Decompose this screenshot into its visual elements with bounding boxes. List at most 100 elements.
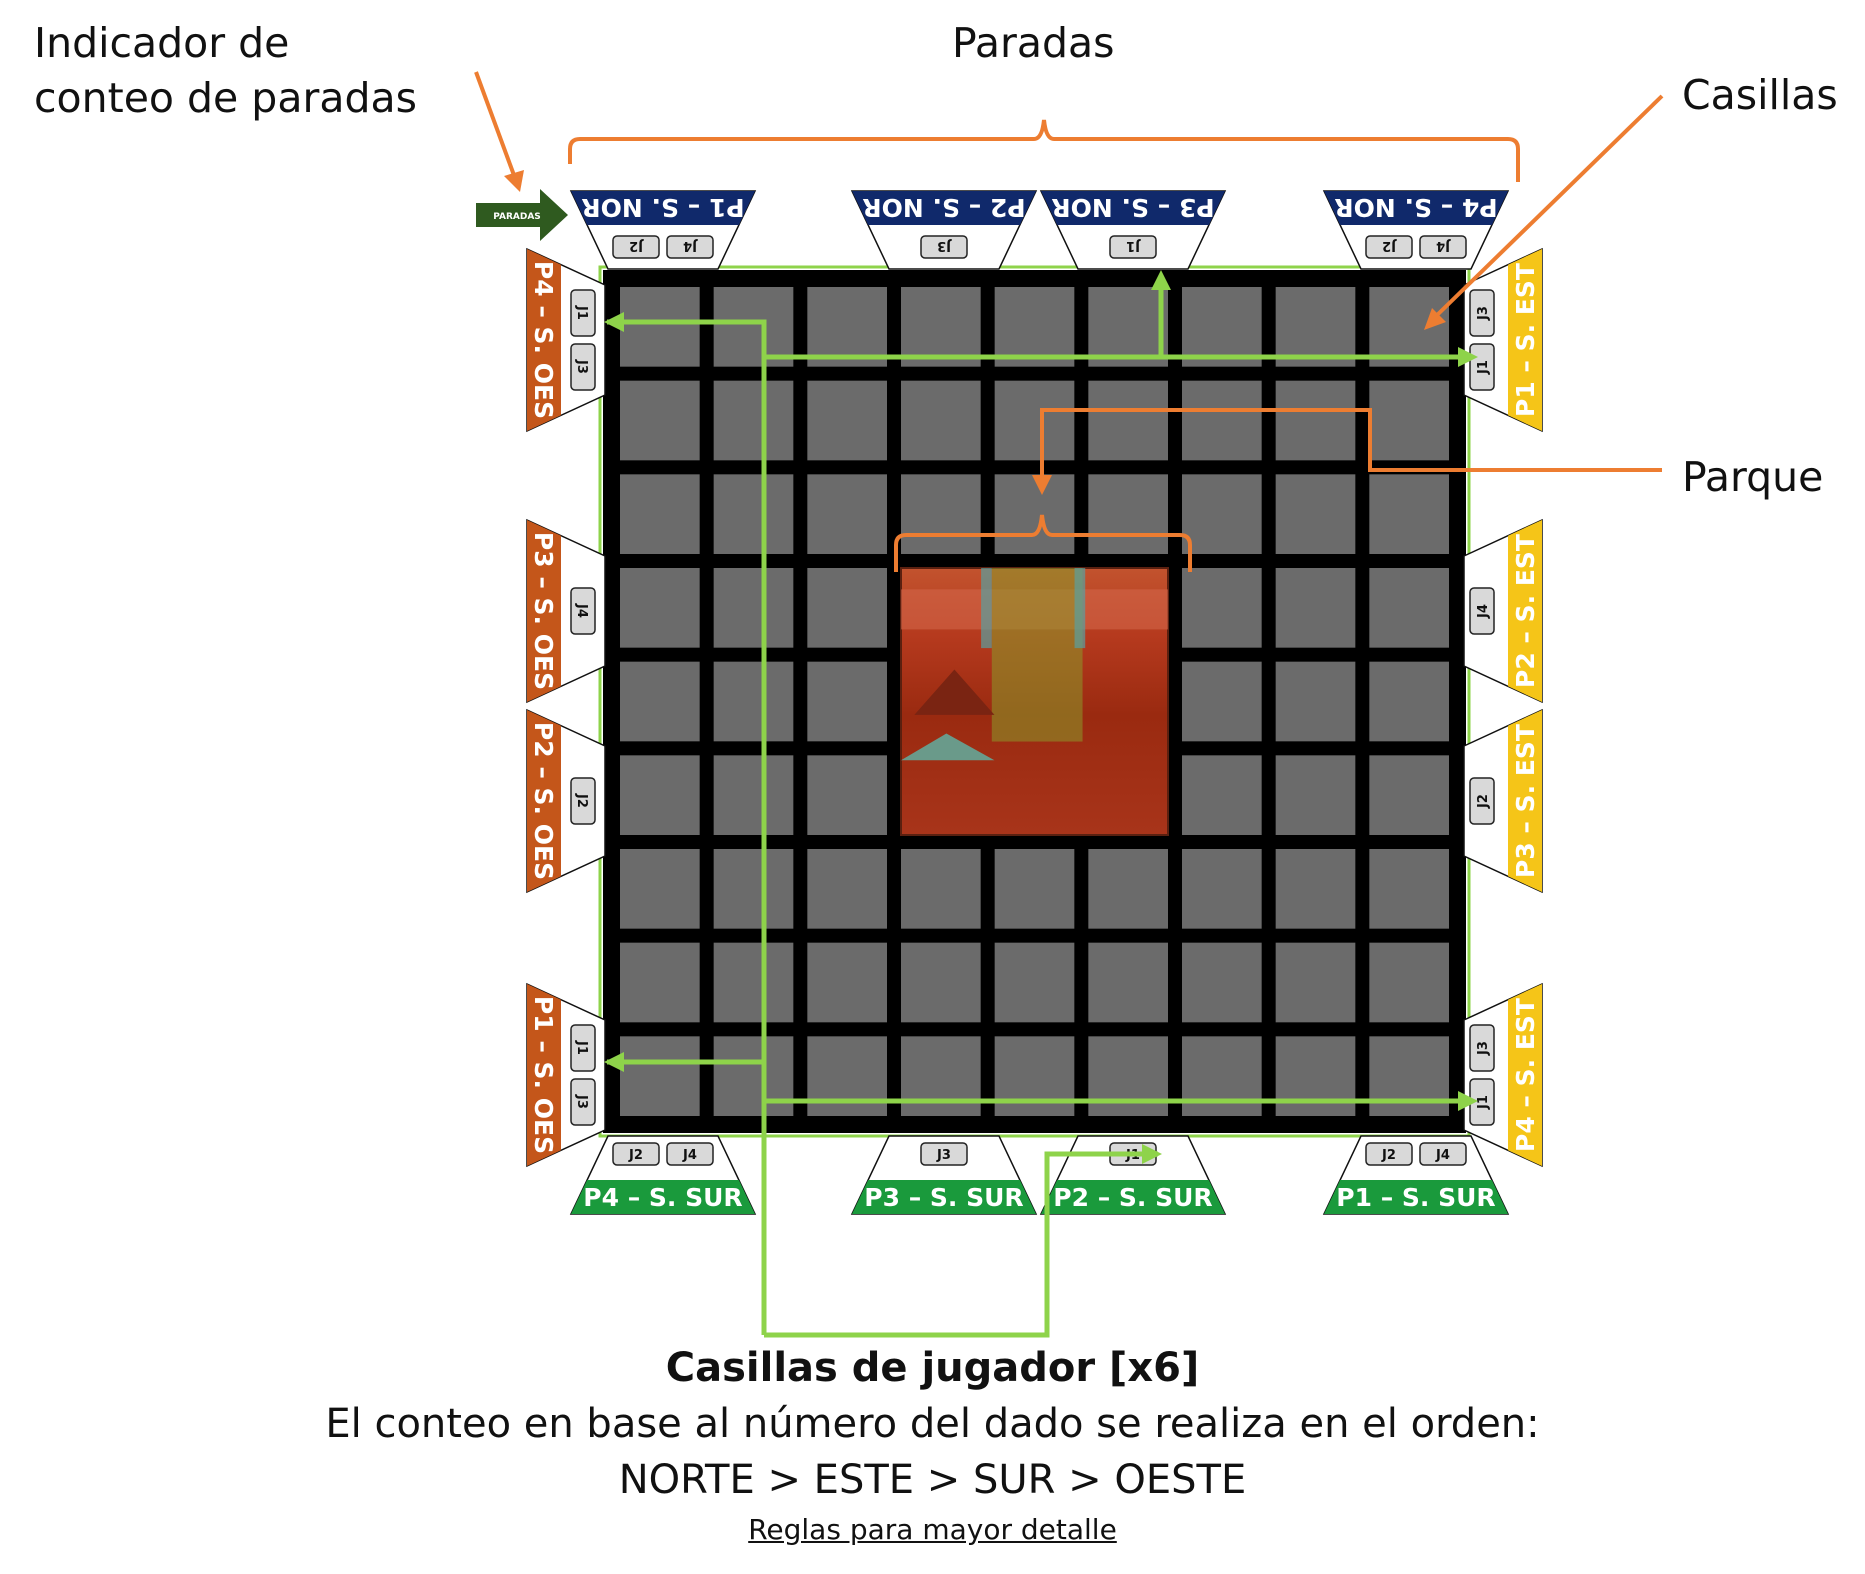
board-cell[interactable] (1088, 474, 1168, 554)
board-cell[interactable] (1369, 755, 1449, 835)
board-cell[interactable] (901, 474, 981, 554)
board-cell[interactable] (1182, 849, 1262, 929)
player-slot-box[interactable] (612, 235, 660, 259)
player-slot[interactable]: J2 (612, 235, 660, 259)
player-slot-box[interactable] (1365, 235, 1413, 259)
player-slot[interactable]: J3 (570, 343, 596, 391)
board-cell[interactable] (1275, 849, 1356, 929)
board-cell[interactable] (807, 755, 887, 835)
board-cell[interactable] (1369, 849, 1449, 929)
board-cell[interactable] (807, 287, 887, 367)
board-cell[interactable] (620, 1036, 700, 1116)
player-slot-box[interactable] (570, 1078, 596, 1126)
player-slot[interactable]: J1 (1109, 235, 1157, 259)
player-slot-box[interactable] (1109, 235, 1157, 259)
player-slot-box[interactable] (1469, 1024, 1495, 1072)
player-slot-box[interactable] (570, 289, 596, 337)
board-cell[interactable] (713, 661, 794, 742)
board-cell[interactable] (1369, 568, 1449, 648)
board-cell[interactable] (1369, 661, 1449, 742)
player-slot-box[interactable] (612, 1142, 660, 1166)
board-cell[interactable] (901, 380, 981, 461)
board-cell[interactable] (994, 380, 1075, 461)
board-cell[interactable] (807, 568, 887, 648)
board-cell[interactable] (713, 1036, 794, 1116)
board-cell[interactable] (1182, 568, 1262, 648)
board-cell[interactable] (620, 287, 700, 367)
rules-link[interactable]: Reglas para mayor detalle (748, 1513, 1117, 1546)
player-slot-box[interactable] (1469, 289, 1495, 337)
player-slot[interactable]: J1 (1469, 343, 1495, 391)
board-cell[interactable] (1369, 942, 1449, 1023)
board-cell[interactable] (1182, 287, 1262, 367)
board-cell[interactable] (807, 661, 887, 742)
board-cell[interactable] (1088, 942, 1168, 1023)
player-slot[interactable]: J4 (666, 235, 714, 259)
player-slot[interactable]: J2 (1365, 1142, 1413, 1166)
player-slot[interactable]: J4 (1419, 235, 1467, 259)
board-cell[interactable] (1182, 661, 1262, 742)
board-cell[interactable] (1088, 380, 1168, 461)
player-slot[interactable]: J3 (1469, 1024, 1495, 1072)
player-slot[interactable]: J2 (570, 777, 596, 825)
board-cell[interactable] (1275, 287, 1356, 367)
player-slot[interactable]: J4 (666, 1142, 714, 1166)
board-cell[interactable] (1275, 568, 1356, 648)
board-cell[interactable] (1369, 380, 1449, 461)
stop-counter-indicator[interactable]: PARADAS (476, 189, 568, 241)
board-cell[interactable] (620, 568, 700, 648)
board-cell[interactable] (620, 755, 700, 835)
board-cell[interactable] (994, 849, 1075, 929)
player-slot-box[interactable] (920, 1142, 968, 1166)
player-slot-box[interactable] (1419, 235, 1467, 259)
board-cell[interactable] (1275, 755, 1356, 835)
board-cell[interactable] (1182, 380, 1262, 461)
player-slot-box[interactable] (1419, 1142, 1467, 1166)
board-cell[interactable] (807, 380, 887, 461)
park-area[interactable] (900, 567, 1169, 836)
board-cell[interactable] (1369, 1036, 1449, 1116)
player-slot-box[interactable] (570, 587, 596, 635)
board-cell[interactable] (1088, 849, 1168, 929)
board-cell[interactable] (901, 287, 981, 367)
board-cell[interactable] (620, 942, 700, 1023)
board-cell[interactable] (994, 1036, 1075, 1116)
player-slot[interactable]: J4 (1469, 587, 1495, 635)
player-slot-box[interactable] (1365, 1142, 1413, 1166)
board-cell[interactable] (1369, 474, 1449, 554)
board-cell[interactable] (807, 942, 887, 1023)
board-cell[interactable] (807, 849, 887, 929)
board-cell[interactable] (901, 942, 981, 1023)
board-cell[interactable] (1182, 474, 1262, 554)
board-cell[interactable] (807, 474, 887, 554)
board-cell[interactable] (1275, 661, 1356, 742)
board-cell[interactable] (620, 849, 700, 929)
board-cell[interactable] (1275, 380, 1356, 461)
board-cell[interactable] (1182, 1036, 1262, 1116)
player-slot-box[interactable] (1469, 587, 1495, 635)
player-slot[interactable]: J2 (1469, 777, 1495, 825)
board-cell[interactable] (713, 474, 794, 554)
board-cell[interactable] (994, 474, 1075, 554)
board-cell[interactable] (620, 661, 700, 742)
player-slot-box[interactable] (1469, 777, 1495, 825)
player-slot[interactable]: J1 (570, 289, 596, 337)
player-slot[interactable]: J4 (570, 587, 596, 635)
player-slot[interactable]: J4 (1419, 1142, 1467, 1166)
board-cell[interactable] (1182, 755, 1262, 835)
player-slot[interactable]: J2 (1365, 235, 1413, 259)
board-cell[interactable] (1275, 1036, 1356, 1116)
